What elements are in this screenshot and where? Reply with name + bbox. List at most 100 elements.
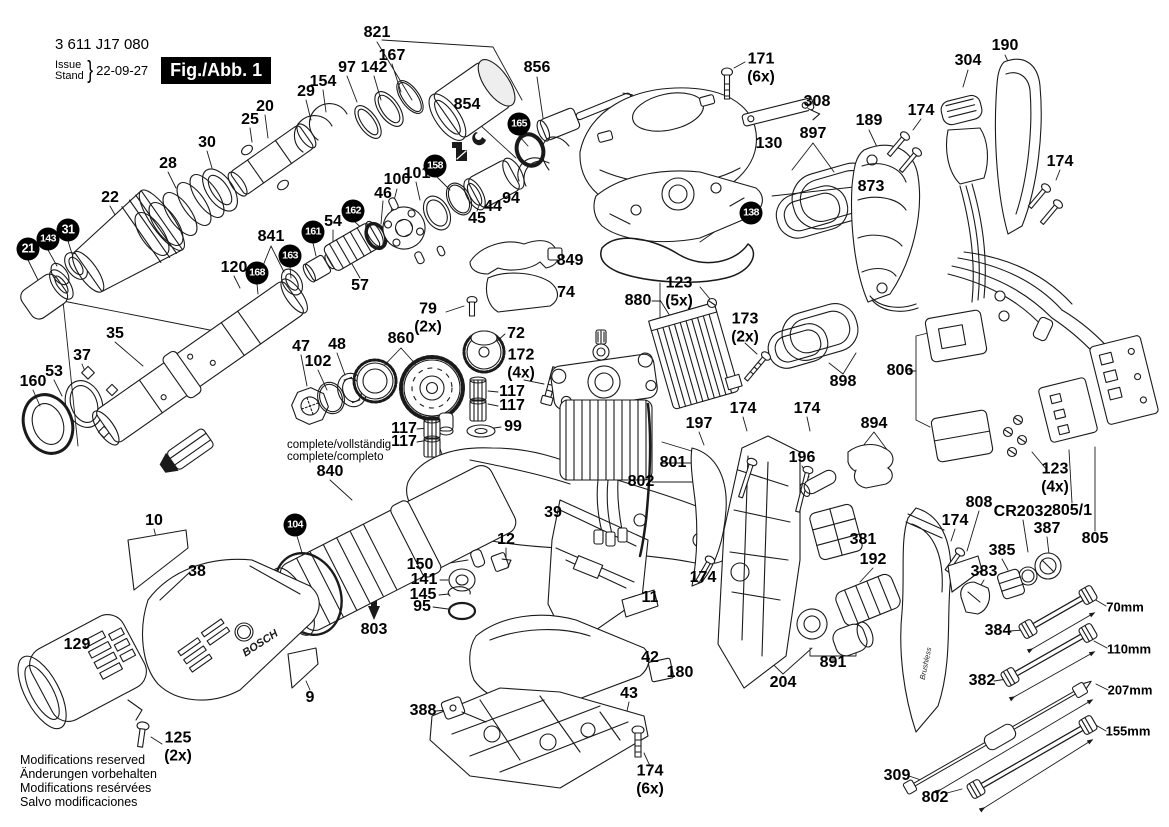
part-label: 30 bbox=[198, 134, 216, 151]
part-label: 856 bbox=[523, 59, 551, 76]
part-label-circled: 161 bbox=[301, 220, 325, 244]
part-label: 304 bbox=[954, 52, 982, 69]
part-label: 117 bbox=[391, 433, 417, 450]
part-label: 120 bbox=[220, 259, 248, 276]
stand-label: Stand bbox=[55, 69, 84, 82]
part-label: 197 bbox=[685, 415, 713, 432]
part-label: 11 bbox=[641, 589, 659, 606]
part-label: 47 bbox=[292, 338, 310, 355]
part-label: 72 bbox=[507, 325, 525, 342]
issue-label: Issue bbox=[55, 58, 82, 71]
part-label: 898 bbox=[829, 373, 857, 390]
clamp-art bbox=[466, 240, 563, 317]
part-label: 117 bbox=[499, 397, 525, 414]
part-label: 805/1 bbox=[1051, 502, 1093, 519]
part-label: 388 bbox=[409, 702, 437, 719]
part-label: 10 bbox=[145, 512, 163, 529]
part-label: 130 bbox=[755, 135, 783, 152]
part-label: 808 bbox=[965, 494, 993, 511]
part-label: 841 bbox=[257, 228, 285, 245]
part-label: 880 bbox=[624, 292, 652, 309]
part-label: 805 bbox=[1081, 530, 1109, 547]
tool-holder-shaft-art bbox=[20, 59, 633, 320]
electronics-module-art bbox=[648, 297, 771, 410]
cable-ties-art bbox=[902, 585, 1098, 799]
part-label: 54 bbox=[324, 213, 342, 230]
part-label: 174 bbox=[1046, 153, 1074, 170]
part-label: 174 bbox=[689, 569, 717, 586]
part-label: 125(2x) bbox=[164, 729, 192, 765]
part-label: 173(2x) bbox=[731, 310, 759, 346]
left-housing-art: BOSCH bbox=[17, 529, 320, 748]
part-label: 806 bbox=[886, 362, 914, 379]
part-label: 123(5x) bbox=[665, 274, 693, 310]
part-label: 145 bbox=[409, 586, 437, 603]
part-label: 385 bbox=[988, 542, 1016, 559]
part-label: 79(2x) bbox=[414, 300, 442, 336]
part-label: 803 bbox=[360, 621, 388, 638]
part-label: 28 bbox=[159, 155, 177, 172]
part-label: 35 bbox=[106, 325, 124, 342]
part-label: 117 bbox=[391, 420, 417, 437]
part-label: 894 bbox=[860, 415, 888, 432]
part-label: 802 bbox=[627, 473, 655, 490]
gear-train-art bbox=[291, 330, 560, 458]
part-label: 174 bbox=[941, 512, 969, 529]
part-label: 174 bbox=[793, 400, 821, 417]
part-label: 383 bbox=[970, 563, 998, 580]
right-housing-art: Brushless bbox=[690, 309, 994, 733]
part-number: 3 611 J17 080 bbox=[55, 36, 149, 53]
part-label: 854 bbox=[453, 96, 481, 113]
part-label: 891 bbox=[819, 654, 847, 671]
part-label: 110mm bbox=[1106, 641, 1152, 657]
striker-assembly-art bbox=[280, 136, 570, 296]
wiring-pcb-art bbox=[947, 251, 1159, 615]
part-label: 100 bbox=[383, 171, 411, 188]
assembly-note-line1: complete/vollständig bbox=[287, 439, 392, 451]
part-label: 39 bbox=[544, 504, 562, 521]
brace-glyph: } bbox=[87, 56, 93, 84]
part-label-circled: 168 bbox=[245, 261, 269, 285]
part-label: 174 bbox=[907, 102, 935, 119]
part-label: 44 bbox=[484, 198, 502, 215]
handle-art bbox=[850, 58, 1063, 312]
part-label: 12 bbox=[497, 531, 515, 548]
part-label: 174 bbox=[729, 400, 757, 417]
part-label: 43 bbox=[620, 685, 638, 702]
part-label: 129 bbox=[63, 636, 91, 653]
modifications-note: Modifications reserved Änderungen vorbeh… bbox=[20, 753, 157, 809]
part-label: 180 bbox=[666, 664, 694, 681]
part-label: 801 bbox=[659, 454, 687, 471]
modifications-note-fr: Modifications resérvées bbox=[20, 781, 152, 795]
part-label: 38 bbox=[188, 563, 206, 580]
hammer-tube-art bbox=[21, 278, 308, 473]
part-label: 384 bbox=[984, 622, 1012, 639]
part-label: 189 bbox=[855, 112, 883, 129]
part-label-circled: 138 bbox=[739, 201, 763, 225]
part-label: 873 bbox=[857, 178, 885, 195]
part-label: 154 bbox=[309, 73, 337, 90]
figure-label: Fig./Abb. 1 bbox=[161, 57, 272, 84]
part-label: 309 bbox=[883, 767, 911, 784]
part-label: 802 bbox=[921, 789, 949, 806]
part-label-circled: 104 bbox=[283, 513, 307, 537]
part-label: 99 bbox=[504, 418, 522, 435]
part-label: 20 bbox=[256, 98, 274, 115]
part-label: 207mm bbox=[1107, 682, 1153, 698]
base-assembly-art bbox=[429, 499, 675, 789]
part-label: 849 bbox=[556, 252, 584, 269]
part-label: 70mm bbox=[1106, 599, 1144, 615]
part-label-circled: 158 bbox=[423, 154, 447, 178]
part-label: 37 bbox=[73, 347, 91, 364]
issue-stand-labels: Issue Stand bbox=[55, 58, 84, 82]
part-label: 190 bbox=[991, 37, 1019, 54]
top-housing-art bbox=[579, 67, 881, 369]
part-label: 22 bbox=[101, 189, 119, 206]
part-label: 160 bbox=[19, 373, 47, 390]
part-label: 192 bbox=[859, 551, 887, 568]
part-label: 382 bbox=[968, 672, 996, 689]
part-label: 74 bbox=[557, 284, 575, 301]
modifications-note-es: Salvo modificaciones bbox=[20, 795, 138, 809]
